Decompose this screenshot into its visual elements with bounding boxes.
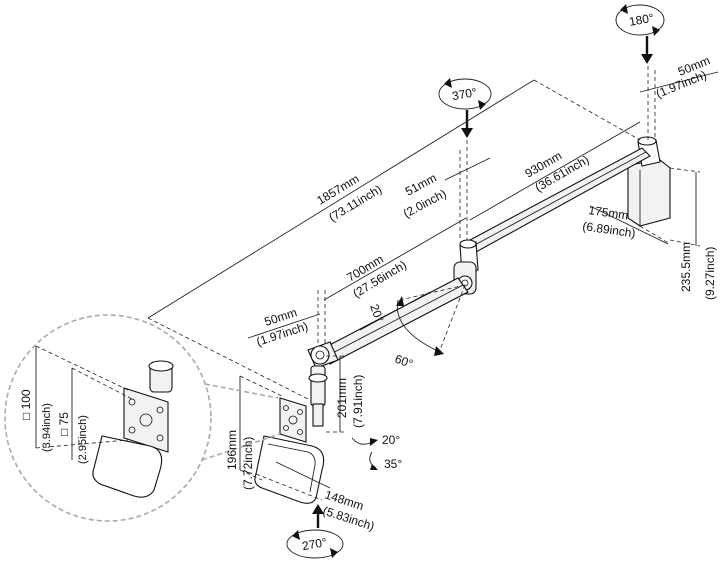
drop-mm: 201mm [335,378,349,418]
clamp-width-mm: 175mm [588,203,630,222]
clamp-height-mm: 235.5mm [679,242,693,292]
desk-clamp [627,136,671,227]
clamp-width-in: (6.89inch) [582,219,637,240]
tray-height-in: (7.72inch) [241,437,255,490]
head-swivel-angle: 35° [384,457,402,471]
rotation-top [615,4,665,64]
vesa-75-inch: (2.95inch) [77,415,89,464]
tilt-up-angle: 20° [367,302,386,324]
rotation-mid-label: 370° [451,85,478,103]
tilt-down-angle: 60° [393,352,415,371]
head-tilt-angle: 20° [382,433,400,447]
rotation-top-label: 180° [628,11,655,29]
rotation-bottom-label: 270° [301,535,328,553]
drop-in: (7.91inch) [351,375,365,428]
tray-height-mm: 196mm [225,430,239,470]
vesa-75-label: □ 75 [57,412,71,436]
clamp-height-in: (9.27inch) [703,247,717,300]
laptop-tray [254,435,325,504]
dimension-lines [147,66,719,501]
vesa-100-label: □ 100 [19,389,33,420]
rotation-mid [438,78,492,138]
vesa-plate [279,397,307,443]
vesa-100-inch: (3.94inch) [41,403,53,452]
forearm [319,277,469,365]
head-joint [307,341,339,427]
rotation-bottom [286,504,344,559]
vesa-zoom-callout [4,314,281,522]
